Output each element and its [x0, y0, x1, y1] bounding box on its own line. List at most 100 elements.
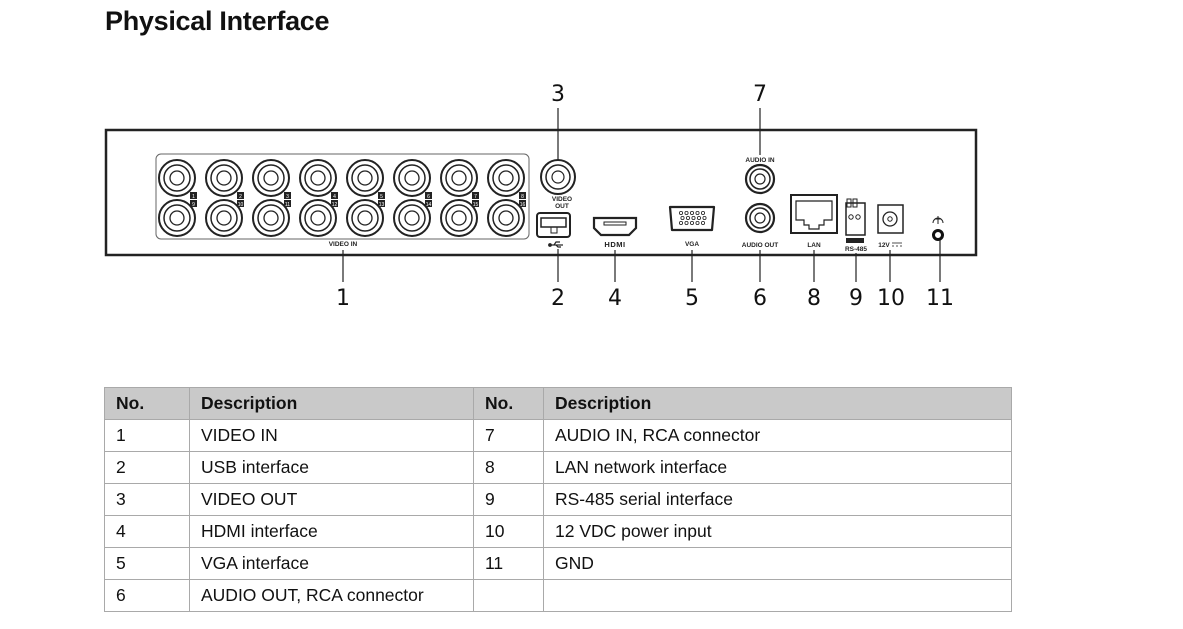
- cell-description-right: RS-485 serial interface: [543, 483, 1012, 516]
- vga-pin: [686, 215, 691, 220]
- callout-9: 9: [849, 286, 863, 311]
- bnc-connector: [158, 199, 196, 237]
- bnc-connector: [205, 159, 243, 197]
- cell-description-right: LAN network interface: [543, 451, 1012, 484]
- cell-no-right: 9: [473, 483, 544, 516]
- channel-badge: [378, 192, 385, 199]
- channel-number: 16: [520, 202, 526, 208]
- table-header-row: No. Description No. Description: [104, 387, 1012, 420]
- leader-lines: [342, 108, 941, 282]
- callout-1: 1: [336, 286, 350, 311]
- cell-description-right: AUDIO IN, RCA connector: [543, 419, 1012, 452]
- channel-number: 14: [426, 202, 432, 208]
- header-no-left: No.: [104, 387, 190, 420]
- channel-badge: [519, 200, 526, 207]
- cell-description-right: GND: [543, 547, 1012, 580]
- header-description-left: Description: [189, 387, 474, 420]
- vga-pin: [695, 220, 700, 225]
- audio-in-connector: [744, 163, 776, 195]
- channel-badge: [331, 192, 338, 199]
- channel-badge: [425, 192, 432, 199]
- channel-badge: [519, 192, 526, 199]
- channel-number: 11: [285, 202, 290, 208]
- channel-number: 13: [379, 202, 385, 208]
- vga-pin: [684, 210, 689, 215]
- cell-no-right: 10: [473, 515, 544, 548]
- callout-6: 6: [753, 286, 767, 311]
- usb-icon: [548, 241, 563, 248]
- channel-number: 10: [238, 202, 244, 208]
- callout-7: 7: [753, 82, 767, 107]
- vga-pin: [702, 215, 707, 220]
- bnc-connector: [205, 199, 243, 237]
- cell-description-left: HDMI interface: [189, 515, 474, 548]
- vga-pin: [679, 210, 684, 215]
- bnc-connector: [252, 199, 290, 237]
- vga-port: [668, 205, 716, 232]
- channel-number: 2: [239, 194, 242, 200]
- channel-number: 1: [192, 194, 195, 200]
- channel-badge: [284, 200, 291, 207]
- cell-no-left: 4: [104, 515, 190, 548]
- bnc-connector: [346, 159, 384, 197]
- channel-badge: [284, 192, 291, 199]
- vga-pin: [691, 215, 696, 220]
- cell-description-left: USB interface: [189, 451, 474, 484]
- callout-5: 5: [685, 286, 699, 311]
- channel-number: 5: [380, 194, 383, 200]
- lan-port: [790, 194, 838, 234]
- page-title: Physical Interface: [105, 6, 330, 36]
- video-in-panel: [155, 153, 530, 240]
- channel-number: 7: [474, 194, 477, 200]
- vga-pin: [679, 220, 684, 225]
- channel-badge: [237, 192, 244, 199]
- channel-number: 9: [192, 202, 195, 208]
- channel-badge: [472, 192, 479, 199]
- header-description-right: Description: [543, 387, 1012, 420]
- channel-number: 12: [332, 202, 338, 208]
- cell-no-right: 11: [473, 547, 544, 580]
- channel-number: 15: [473, 202, 479, 208]
- bnc-connector: [158, 159, 196, 197]
- cell-no-left: 2: [104, 451, 190, 484]
- channel-badge: [237, 200, 244, 207]
- cell-no-right: 7: [473, 419, 544, 452]
- power-label: 12V: [878, 242, 890, 249]
- hdmi-port: [592, 216, 638, 237]
- power-jack: [877, 204, 904, 234]
- bnc-connector: [346, 199, 384, 237]
- bnc-connector: [440, 199, 478, 237]
- bnc-connector: [487, 159, 525, 197]
- callout-3: 3: [551, 82, 565, 107]
- bnc-connector: [252, 159, 290, 197]
- vga-pin: [684, 220, 689, 225]
- bnc-connector: [440, 159, 478, 197]
- gnd-terminal: [932, 229, 944, 241]
- callout-4: 4: [608, 286, 622, 311]
- channel-number: 3: [286, 194, 289, 200]
- hdmi-label: HDMI: [604, 240, 625, 249]
- audio-out-label: AUDIO OUT: [742, 242, 779, 249]
- cell-no-right: 8: [473, 451, 544, 484]
- cell-no-left: 5: [104, 547, 190, 580]
- vga-pin: [697, 215, 702, 220]
- bnc-connector: [299, 199, 337, 237]
- vga-pin: [680, 215, 685, 220]
- channel-number: 4: [333, 194, 336, 200]
- bnc-connector: [487, 199, 525, 237]
- cell-no-left: 1: [104, 419, 190, 452]
- cell-description-left: VGA interface: [189, 547, 474, 580]
- cell-no-left: 6: [104, 579, 190, 612]
- callout-2: 2: [551, 286, 565, 311]
- video-in-label: VIDEO IN: [329, 241, 358, 248]
- callout-8: 8: [807, 286, 821, 311]
- vga-pin: [690, 220, 695, 225]
- vga-pin: [690, 210, 695, 215]
- lan-label: LAN: [807, 242, 821, 249]
- vga-pin: [701, 210, 706, 215]
